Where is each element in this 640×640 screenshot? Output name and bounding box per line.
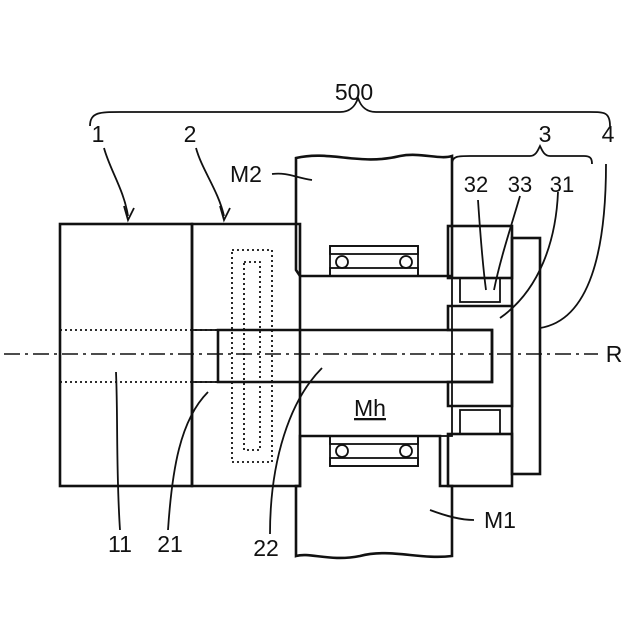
part-2-block bbox=[192, 224, 300, 486]
upper-bearing bbox=[330, 246, 418, 276]
leaders bbox=[104, 148, 606, 534]
label-3: 3 bbox=[539, 121, 552, 147]
label-r-axis: R bbox=[606, 341, 623, 367]
hidden-lines bbox=[60, 250, 272, 462]
m1-lower-housing bbox=[296, 436, 452, 558]
brace-3 bbox=[452, 146, 592, 164]
lower-bearing bbox=[330, 436, 418, 466]
label-22: 22 bbox=[253, 535, 279, 561]
label-1: 1 bbox=[92, 121, 105, 147]
part-3-lower bbox=[448, 434, 512, 486]
label-500: 500 bbox=[335, 79, 373, 105]
label-2: 2 bbox=[184, 121, 197, 147]
label-31: 31 bbox=[550, 172, 574, 197]
part-1-block bbox=[60, 224, 192, 486]
label-mh: Mh bbox=[354, 395, 386, 421]
label-32: 32 bbox=[464, 172, 488, 197]
label-4: 4 bbox=[602, 121, 615, 147]
roller-33-lower bbox=[460, 410, 500, 434]
label-m2: M2 bbox=[230, 161, 262, 187]
m2-upper-housing bbox=[296, 155, 452, 276]
label-33: 33 bbox=[508, 172, 532, 197]
label-21: 21 bbox=[157, 531, 183, 557]
label-11: 11 bbox=[108, 531, 132, 557]
inner-ring-31 bbox=[448, 306, 512, 406]
part-4-plate bbox=[512, 238, 540, 474]
label-m1: M1 bbox=[484, 507, 516, 533]
